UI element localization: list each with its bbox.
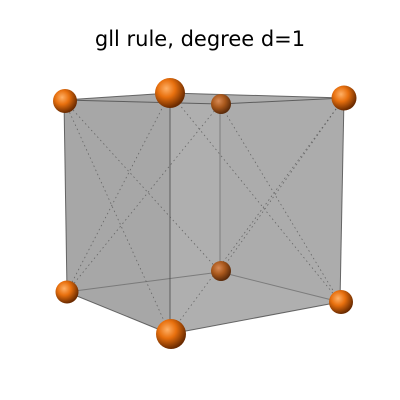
sphere-icon [211,94,231,114]
cube-hidden-edges [66,104,341,303]
cube-face-diagonals [63,92,345,335]
cube-face-front-right [170,93,344,334]
sphere-icon [53,89,77,113]
sphere-icon [331,85,357,111]
cube-visible-edges [63,92,345,335]
cube-face-front-left [64,93,170,334]
sphere-icon [156,319,186,349]
sphere-icon [211,261,231,281]
figure-title: gll rule, degree d=1 [94,27,306,51]
sphere-icon [329,290,353,314]
sphere-icon [155,78,185,108]
sphere-icon [55,280,79,304]
